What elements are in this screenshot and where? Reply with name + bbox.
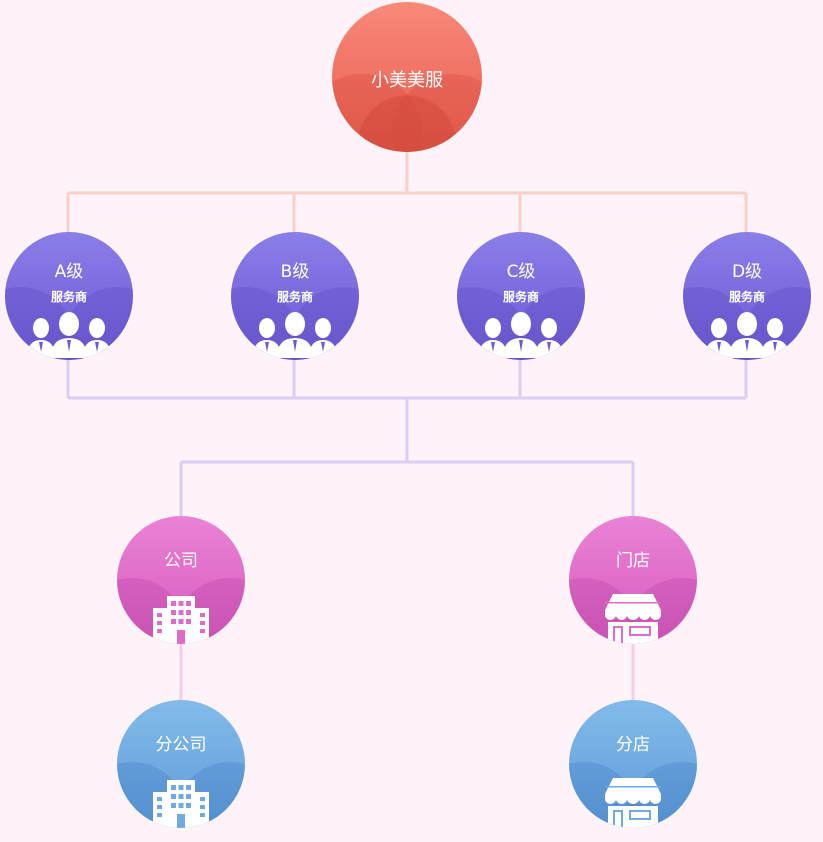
storefront-icon (603, 592, 663, 644)
provider-connectors (66, 358, 748, 518)
root-connectors (66, 150, 748, 234)
office-building-icon (151, 776, 211, 828)
provider-title: A级 (54, 262, 84, 282)
provider-node-b[interactable]: B级 服务商 (231, 232, 359, 360)
sub-store-node[interactable]: 分店 (569, 700, 697, 828)
office-building-icon (151, 592, 211, 644)
provider-node-a[interactable]: A级 服务商 (5, 232, 133, 360)
storefront-icon (603, 776, 663, 828)
root-node[interactable]: 小美美服 (332, 2, 482, 152)
company-label: 公司 (164, 551, 198, 571)
provider-title: D级 (731, 262, 763, 282)
provider-subtitle: 服务商 (276, 290, 313, 304)
provider-node-c[interactable]: C级 服务商 (457, 232, 585, 360)
root-label: 小美美服 (371, 70, 443, 91)
provider-title: B级 (280, 262, 310, 282)
store-node[interactable]: 门店 (569, 516, 697, 644)
provider-subtitle: 服务商 (728, 290, 765, 304)
provider-subtitle: 服务商 (502, 290, 539, 304)
company-node[interactable]: 公司 (117, 516, 245, 644)
branch-connectors (179, 642, 635, 702)
sub-store-label: 分店 (616, 735, 650, 755)
provider-node-d[interactable]: D级 服务商 (683, 232, 811, 360)
people-icon (705, 312, 789, 358)
provider-title: C级 (506, 262, 536, 282)
people-icon (27, 312, 111, 358)
sub-company-node[interactable]: 分公司 (117, 700, 245, 828)
provider-subtitle: 服务商 (50, 290, 87, 304)
people-icon (479, 312, 563, 358)
sub-company-label: 分公司 (155, 735, 207, 755)
store-label: 门店 (616, 551, 650, 571)
people-icon (253, 312, 337, 358)
